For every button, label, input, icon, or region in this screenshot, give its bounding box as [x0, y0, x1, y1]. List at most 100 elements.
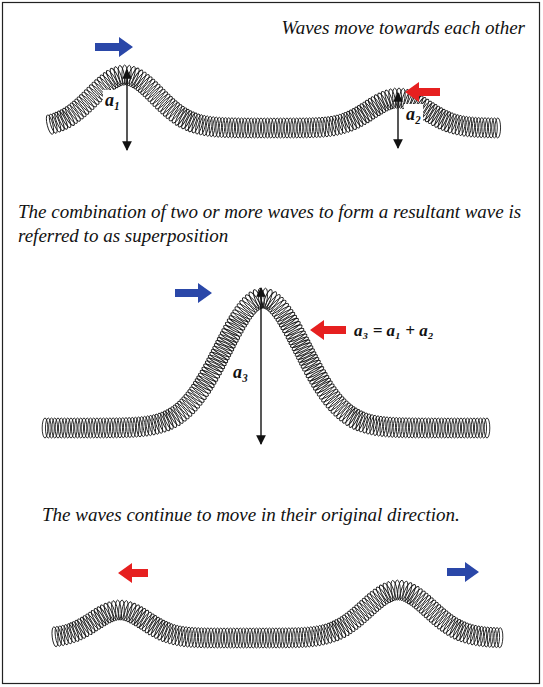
slinky-coil	[194, 377, 214, 392]
slinky-coil	[170, 105, 186, 125]
equation-label: a₃ = a₁ + a₂	[352, 321, 436, 341]
slinky-coil	[399, 418, 405, 438]
slinky-coil	[276, 628, 282, 648]
slinky-coil	[310, 374, 330, 389]
frame	[3, 3, 540, 684]
slinky-coil	[487, 627, 494, 647]
slinky-coil	[492, 118, 498, 138]
slinky-coil	[289, 628, 295, 648]
slinky-coil	[257, 628, 263, 648]
slinky-coil	[422, 418, 428, 438]
slinky-coil	[216, 336, 236, 350]
slinky-coil	[371, 588, 387, 607]
slinky-coil	[313, 117, 319, 137]
slinky-coil	[123, 418, 129, 438]
slinky-coil	[241, 296, 259, 314]
slinky-coil	[273, 304, 293, 320]
slinky-coil	[284, 118, 290, 138]
slinky-coil	[413, 418, 419, 438]
slinky-coil	[182, 393, 201, 410]
slinky-coil	[287, 118, 293, 138]
slinky-coil	[302, 627, 309, 647]
slinky-coil	[383, 417, 390, 437]
slinky-coil	[88, 418, 94, 438]
slinky-coil	[341, 405, 357, 425]
amplitude-arrow	[397, 93, 398, 148]
slinky-coil	[225, 118, 231, 138]
amplitude-label: a₃	[231, 362, 250, 382]
slinky-coil	[198, 628, 204, 648]
slinky-coil	[89, 609, 105, 629]
slinky-coil	[403, 418, 409, 438]
slinky-coil	[232, 118, 238, 138]
slinky-coil	[205, 116, 213, 137]
slinky-coil	[338, 403, 355, 422]
slinky-coil	[110, 418, 116, 438]
slinky-coil	[416, 418, 422, 438]
direction-arrow	[175, 283, 212, 303]
slinky-spring	[42, 288, 490, 438]
slinky-coil	[126, 417, 132, 437]
slinky-coil	[228, 314, 248, 329]
slinky-coil	[117, 418, 123, 438]
slinky-coil	[107, 418, 113, 438]
slinky-coil	[188, 627, 195, 647]
slinky-coil	[300, 118, 306, 138]
caption-text: The combination of two or more waves to …	[18, 200, 533, 248]
amplitude-label: a₁	[103, 90, 122, 110]
slinky-coil	[185, 627, 192, 647]
slinky-coil	[229, 118, 235, 138]
slinky-coil	[205, 628, 211, 648]
slinky-coil	[211, 628, 217, 648]
slinky-coil	[468, 117, 475, 137]
slinky-coil	[78, 418, 84, 438]
slinky-coil	[87, 611, 103, 631]
slinky-coil	[133, 417, 140, 437]
slinky-coil	[222, 118, 228, 138]
slinky-coil	[269, 298, 288, 315]
direction-arrow	[405, 82, 440, 102]
slinky-coil	[482, 118, 488, 138]
slinky-coil	[215, 117, 222, 137]
amplitude-arrows	[127, 70, 398, 444]
slinky-coil	[138, 611, 154, 631]
slinky-coil	[101, 418, 107, 438]
slinky-coil	[186, 388, 205, 404]
caption-text: Waves move towards each other	[200, 16, 525, 40]
amplitude-label: a₂	[404, 104, 423, 124]
slinky-coil	[442, 615, 458, 635]
slinky-coil	[294, 118, 300, 138]
slinky-coil	[124, 65, 133, 86]
slinky-coil	[386, 417, 393, 437]
slinky-coil	[490, 627, 497, 647]
amplitude-arrow	[260, 288, 261, 444]
slinky-coil	[248, 118, 254, 138]
slinky-coil	[439, 613, 455, 633]
slinky-coil	[278, 118, 284, 138]
direction-arrows	[95, 37, 479, 583]
direction-arrow	[95, 37, 133, 57]
slinky-coil	[273, 628, 279, 648]
direction-arrow	[310, 320, 346, 340]
slinky-coil	[283, 628, 289, 648]
slinky-coil	[494, 627, 500, 647]
slinky-coil	[218, 628, 224, 648]
slinky-coil	[120, 418, 126, 438]
slinky-coil	[164, 101, 181, 120]
slinky-coil	[195, 628, 201, 648]
slinky-coil	[310, 118, 316, 138]
direction-arrow	[447, 562, 479, 582]
slinky-coil	[476, 626, 484, 647]
slinky-coil	[104, 418, 110, 438]
slinky-coil	[297, 118, 303, 138]
amplitude-arrow	[126, 70, 127, 150]
slinky-spring	[45, 65, 501, 138]
slinky-coil	[239, 118, 245, 138]
slinky-coil	[219, 117, 226, 137]
caption-text: The waves continue to move in their orig…	[42, 503, 512, 527]
slinky-coil	[433, 609, 450, 628]
slinky-coil	[271, 302, 290, 319]
slinky-coil	[286, 628, 292, 648]
slinky-coil	[192, 380, 212, 396]
